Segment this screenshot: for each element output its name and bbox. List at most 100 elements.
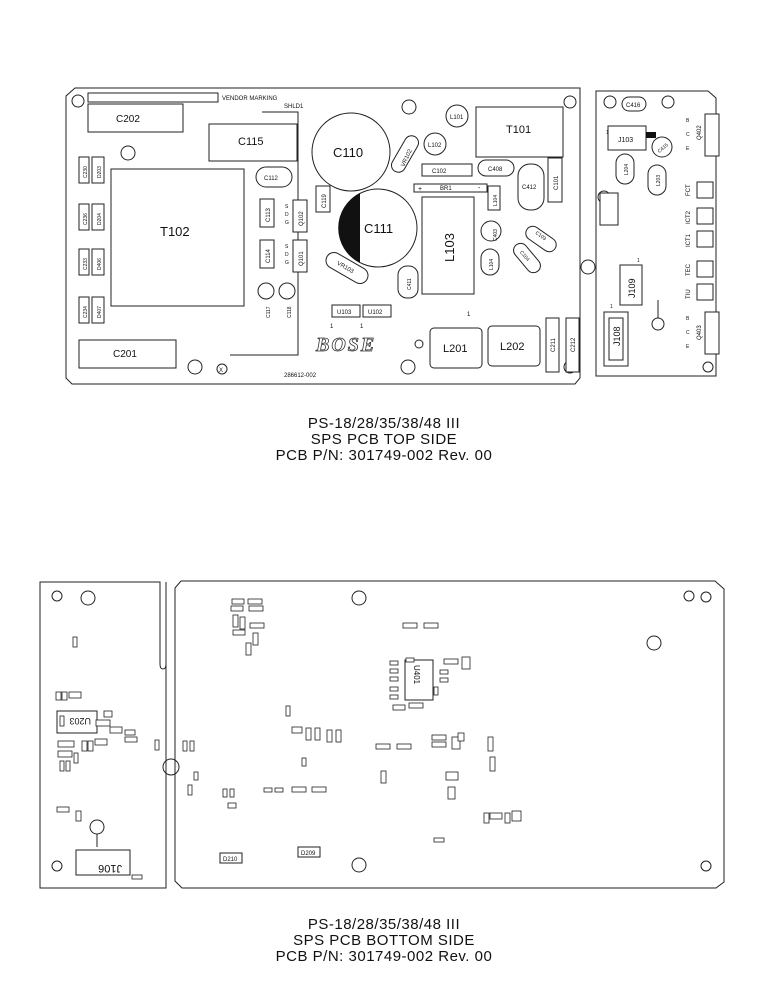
part-C102-label: C102 (432, 169, 447, 175)
pad-ICT2 (696, 207, 714, 225)
part-BR1-minus: - (478, 185, 481, 192)
part-U103-label: U103 (337, 310, 352, 316)
part-C119-label: C119 (322, 193, 328, 208)
mounting-hole (400, 359, 416, 375)
part-D407-label: D407 (97, 306, 103, 318)
mounting-hole (120, 145, 136, 161)
mounting-hole (351, 857, 367, 873)
pin1-j109: 1 (637, 258, 640, 264)
part-C233-label: C233 (83, 258, 89, 270)
part-C412 (517, 163, 545, 211)
bottom-caption-side: SPS PCB BOTTOM SIDE (293, 932, 475, 949)
part-L103-label: L103 (442, 233, 457, 262)
part-J103-label: J103 (618, 137, 633, 144)
part-C403 (480, 220, 502, 242)
mounting-hole (162, 758, 180, 776)
part-C111-polarity (338, 193, 360, 263)
shield-outline (230, 111, 299, 356)
part-T101 (475, 106, 564, 158)
registered-mark (414, 339, 424, 349)
part-D204-label: D204 (97, 213, 103, 225)
pad-FCT (696, 181, 714, 199)
top-caption: PS-18/28/35/38/48 III SPS PCB TOP SIDE P… (0, 416, 768, 464)
q402-pin-c: C (686, 132, 690, 138)
q403-pin-b: B (686, 316, 690, 322)
pin1-j108: 1 (610, 304, 613, 310)
part-C236-label: C236 (83, 213, 89, 225)
part-C212-label: C212 (571, 337, 577, 352)
part-J108-inner (608, 317, 624, 361)
part-L202 (487, 325, 541, 367)
right-board-outline (595, 90, 717, 377)
pad-TEC-label: TEC (686, 263, 692, 276)
part-Q101-label: Q101 (299, 251, 305, 266)
bottom-caption-pn: PCB P/N: 301749-002 Rev. 00 (275, 948, 493, 965)
part-L104 (487, 185, 501, 211)
pad-TIU (696, 283, 714, 301)
part-L104-label: L104 (493, 195, 499, 206)
part-L204 (615, 153, 635, 185)
pin1-u103: 1 (330, 324, 334, 330)
part-D406-label: D406 (97, 258, 103, 270)
part-C101 (547, 157, 563, 203)
part-C113 (259, 198, 275, 228)
part-Q403-label: Q403 (697, 325, 703, 340)
part-Q402-body (704, 113, 720, 157)
part-C211-label: C211 (551, 337, 557, 352)
part-C411 (397, 265, 419, 299)
part-C230-label: C230 (83, 166, 89, 178)
part-Q402-label: Q402 (697, 125, 703, 140)
part-BR1-label: BR1 (440, 186, 452, 192)
main-board-outline (65, 87, 581, 385)
part-C117-label: C117 (266, 306, 272, 318)
part-C112-label: C112 (264, 176, 279, 182)
part-D210 (219, 852, 243, 864)
part-L203-label: L203 (656, 175, 662, 186)
pad-TIU-label: TIU (686, 289, 692, 299)
mounting-hole (603, 95, 617, 109)
part-L102-label: L102 (428, 143, 442, 149)
pad-ICT1-label: ICT1 (686, 233, 692, 247)
part-C415 (651, 136, 673, 158)
pad-ICT2-label: ICT2 (686, 210, 692, 224)
part-C114-label: C114 (266, 248, 272, 263)
part-C110 (311, 112, 391, 192)
mounting-hole (51, 590, 63, 602)
part-U401 (404, 659, 434, 701)
part-L202-label: L202 (500, 341, 524, 353)
keyhole (89, 819, 105, 835)
part-VR103 (325, 252, 369, 284)
part-J106-label: J106 (98, 862, 122, 874)
part-C236 (78, 203, 90, 231)
vendor-marking-box (87, 92, 219, 103)
q101-pin-d: D (285, 252, 289, 258)
pin1-u102: 1 (360, 324, 364, 330)
part-U401-label: U401 (412, 665, 421, 685)
part-L201-label: L201 (443, 343, 467, 355)
part-J109 (619, 264, 643, 306)
part-BR1-plus: + (418, 186, 422, 193)
part-C403-label: C403 (493, 229, 499, 241)
part-C111-label: C111 (364, 221, 393, 236)
part-BR1 (413, 183, 488, 193)
mounting-hole (351, 590, 367, 606)
part-T101-label: T101 (506, 124, 531, 136)
q102-pin-g: G (285, 220, 289, 226)
part-C202 (87, 103, 184, 133)
part-U102 (362, 304, 392, 318)
part-C101-label: C101 (554, 175, 560, 190)
unlabeled-component (599, 192, 619, 226)
mounting-hole (51, 860, 63, 872)
test-point-x-label: X (219, 368, 223, 374)
part-C104 (513, 242, 541, 274)
q101-pin-g: G (285, 260, 289, 266)
bottom-caption-model: PS-18/28/35/38/48 III (307, 916, 461, 933)
q102-pin-d: D (285, 212, 289, 218)
part-C408-label: C408 (488, 167, 503, 173)
mounting-hole (71, 94, 85, 108)
pad-ICT1 (696, 230, 714, 248)
part-Q403-body (704, 311, 720, 355)
part-C416-label: C416 (626, 103, 641, 109)
keyhole (651, 317, 665, 331)
part-C201-label: C201 (113, 349, 137, 360)
